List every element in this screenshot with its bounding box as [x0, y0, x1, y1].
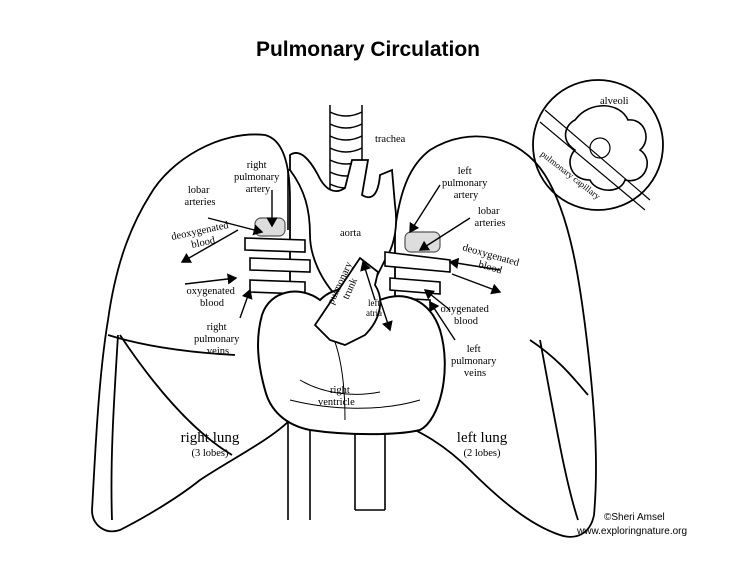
- label-oxygenated-right: oxygenated blood: [186, 286, 237, 309]
- pulmonary-arteries: [244, 237, 451, 311]
- label-left-lung-lobes: (2 lobes): [463, 448, 501, 459]
- credit-author: ©Sheri Amsel: [604, 512, 665, 523]
- alveoli-inset: [532, 79, 664, 211]
- heart: [257, 287, 446, 436]
- label-right-ventricle-2: ventricle: [318, 397, 355, 408]
- diagram-title: Pulmonary Circulation: [255, 38, 481, 61]
- label-lobar-arteries-left: lobar arteries: [475, 206, 506, 229]
- flow-arrows: [180, 184, 502, 341]
- label-oxygenated-left: oxygenated blood: [440, 304, 491, 327]
- label-right-pulmonary-veins: right pulmonary veins: [194, 322, 242, 357]
- label-right-ventricle-1: right: [330, 385, 350, 396]
- label-lobar-arteries-right: lobar arteries: [185, 185, 216, 208]
- label-left-pulmonary-artery: left pulmonary artery: [442, 166, 490, 201]
- label-right-lung: right lung: [181, 430, 240, 446]
- right-lung: [91, 133, 291, 533]
- label-alveoli: alveoli: [600, 96, 629, 107]
- label-aorta: aorta: [340, 228, 361, 239]
- credit-site: www.exploringnature.org: [576, 526, 687, 537]
- label-right-pulmonary-artery: right pulmonary artery: [234, 160, 282, 195]
- label-left-atria-2: atria: [366, 308, 382, 318]
- pulmonary-trunk: [313, 256, 382, 346]
- label-left-atria-1: left: [368, 298, 380, 308]
- label-trachea: trachea: [375, 134, 406, 145]
- label-left-lung: left lung: [457, 430, 508, 446]
- label-left-pulmonary-veins: left pulmonary veins: [451, 344, 499, 379]
- label-right-lung-lobes: (3 lobes): [191, 448, 229, 459]
- label-deoxygenated-left: deoxygenated blood: [458, 242, 523, 281]
